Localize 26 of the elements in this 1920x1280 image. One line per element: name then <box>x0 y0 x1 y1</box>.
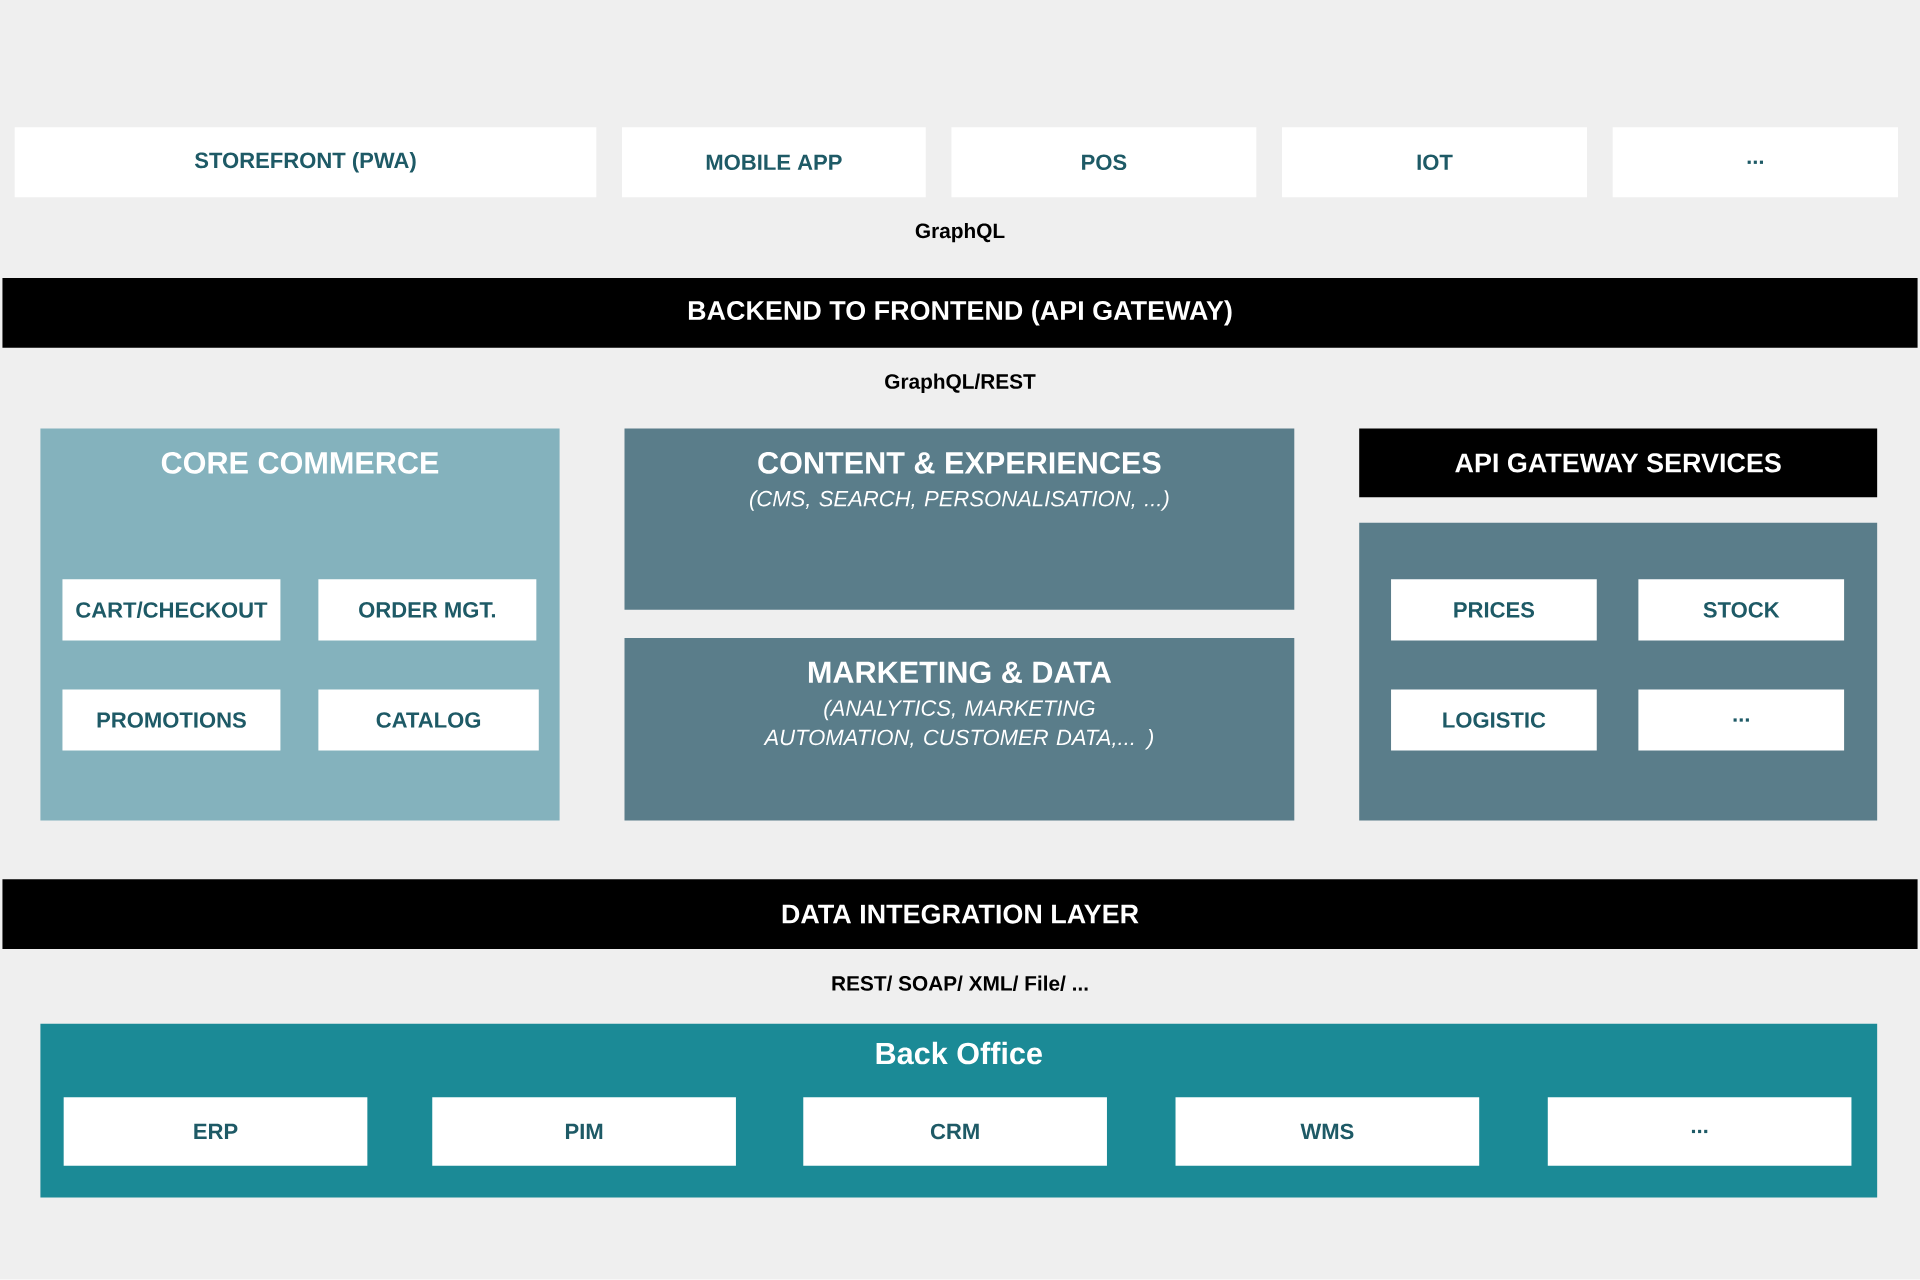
label-box: CATALOG <box>318 689 539 751</box>
label-box: ... <box>1638 689 1845 751</box>
label-box: PIM <box>432 1097 736 1166</box>
label-box: POS <box>951 127 1257 198</box>
label-box: STOREFRONT (PWA) <box>14 127 597 198</box>
layer-band: API GATEWAY SERVICES <box>1359 428 1878 498</box>
label-box: WMS <box>1175 1097 1480 1166</box>
label-box: ... <box>1547 1097 1852 1166</box>
label-box: PRICES <box>1391 579 1597 641</box>
protocol-label: REST/ SOAP/ XML/ File/ ... <box>832 975 1088 992</box>
layer-band: DATA INTEGRATION LAYER <box>2 879 1918 950</box>
protocol-label: GraphQL/REST <box>885 373 1036 394</box>
label-box: ... <box>1612 127 1898 198</box>
layer-band: BACKEND TO FRONTEND (API GATEWAY) <box>2 278 1918 348</box>
label-box: IOT <box>1282 127 1587 198</box>
label-box: ORDER MGT. <box>318 579 537 641</box>
group-panel: CONTENT & EXPERIENCES (CMS, SEARCH, PERSONALISATION, ...) <box>624 428 1295 610</box>
protocol-label: GraphQL <box>915 223 1005 243</box>
label-box: CRM <box>803 1097 1107 1166</box>
label-box: CART/CHECKOUT <box>62 579 281 641</box>
label-box: STOCK <box>1638 579 1845 641</box>
label-box: MOBILE APP <box>622 127 926 198</box>
label-box: LOGISTIC <box>1391 689 1597 751</box>
label-box: ERP <box>63 1097 368 1166</box>
label-box: PROMOTIONS <box>62 689 281 751</box>
group-panel: MARKETING & DATA (ANALYTICS, MARKETING AUTOMATION, CUSTOMER DATA,... ) <box>624 638 1295 821</box>
